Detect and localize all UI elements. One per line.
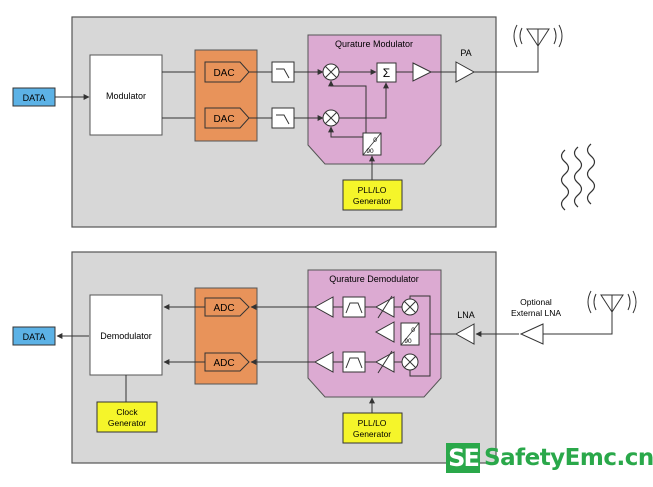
tx-antenna-icon	[513, 24, 563, 48]
rx-antenna-feed	[543, 310, 613, 335]
adc-i-block	[204, 297, 250, 317]
quadrature-demodulator-label: Qurature Demodulator	[329, 274, 419, 284]
adc-i-label: ADC	[213, 303, 234, 314]
rx-rf-feed-q	[409, 334, 431, 377]
tx-mixer-i-icon	[325, 66, 337, 78]
rx-pll-generator	[342, 412, 403, 444]
adc-q-block	[204, 352, 250, 372]
dac-q-block	[204, 107, 250, 129]
tx-pll-line2: Generator	[353, 196, 391, 206]
tx-driver-amp	[412, 62, 433, 82]
rx-internal-amp	[374, 321, 395, 343]
tx-phase-diag	[362, 132, 382, 156]
pa-label: PA	[460, 48, 471, 58]
modulator-block	[89, 54, 163, 136]
dac-i-label: DAC	[213, 68, 234, 79]
rx-phase-top: 0	[411, 327, 415, 334]
tx-summer-symbol: Σ	[383, 66, 390, 80]
rx-antenna-icon	[587, 290, 637, 314]
tx-phase-bottom: 90	[366, 148, 374, 155]
rx-filter-i	[342, 296, 366, 318]
demodulator-label: Demodulator	[100, 331, 152, 341]
rf-waves-icon	[560, 143, 596, 211]
clock-generator	[96, 401, 158, 433]
rx-filter-q-icon	[345, 357, 363, 369]
rx-rf-feed	[409, 295, 456, 335]
rx-vga-q-control	[377, 350, 393, 374]
power-amplifier	[455, 61, 476, 83]
quadrature-demodulator	[307, 269, 442, 398]
watermark-text: SafetyEmc.cn	[484, 445, 653, 471]
rx-vga-i-control	[377, 295, 393, 319]
rx-data-label: DATA	[23, 332, 46, 342]
rx-phase-diag	[400, 322, 420, 346]
modulator-label: Modulator	[106, 91, 146, 101]
watermark-badge: SE	[446, 443, 480, 473]
dac-q-label: DAC	[213, 114, 234, 125]
tx-mixer-q-icon	[325, 112, 337, 124]
rx-pll-line2: Generator	[353, 429, 391, 439]
quadrature-modulator	[307, 34, 442, 165]
clock-line1: Clock	[116, 407, 138, 417]
tx-lo-i-feed	[328, 80, 367, 133]
tx-filter-i	[271, 61, 295, 83]
adc-q-label: ADC	[213, 358, 234, 369]
tx-filter-q-icon	[276, 114, 290, 125]
optional-line2: External LNA	[511, 308, 561, 318]
tx-phase-top: 0	[373, 137, 377, 144]
rx-mixer-q-icon	[404, 356, 416, 368]
tx-pll-generator	[342, 179, 403, 211]
rx-filter-q	[342, 351, 366, 373]
rx-mixer-i-icon	[404, 301, 416, 313]
clock-line2: Generator	[108, 418, 146, 428]
tx-pll-line1: PLL/LO	[358, 185, 387, 195]
rx-phase-bottom: 90	[404, 338, 412, 345]
lna	[454, 323, 475, 345]
tx-lo-q-feed	[328, 126, 366, 138]
tx-mixer-sum-q	[339, 82, 389, 119]
demodulator-block	[89, 294, 163, 376]
optional-line1: Optional	[520, 297, 552, 307]
quadrature-modulator-label: Qurature Modulator	[335, 39, 413, 49]
tx-filter-q	[271, 107, 295, 129]
rx-pll-line1: PLL/LO	[358, 418, 387, 428]
tx-filter-i-icon	[276, 68, 290, 79]
tx-antenna-feed	[474, 42, 539, 73]
watermark-logo: SE SafetyEmc.cn	[446, 443, 653, 473]
external-lna	[519, 323, 544, 345]
rx-filter-i-icon	[345, 302, 363, 314]
tx-data-label: DATA	[23, 93, 46, 103]
dac-i-block	[204, 61, 250, 83]
lna-label: LNA	[457, 310, 475, 320]
rx-data-block	[12, 326, 56, 346]
